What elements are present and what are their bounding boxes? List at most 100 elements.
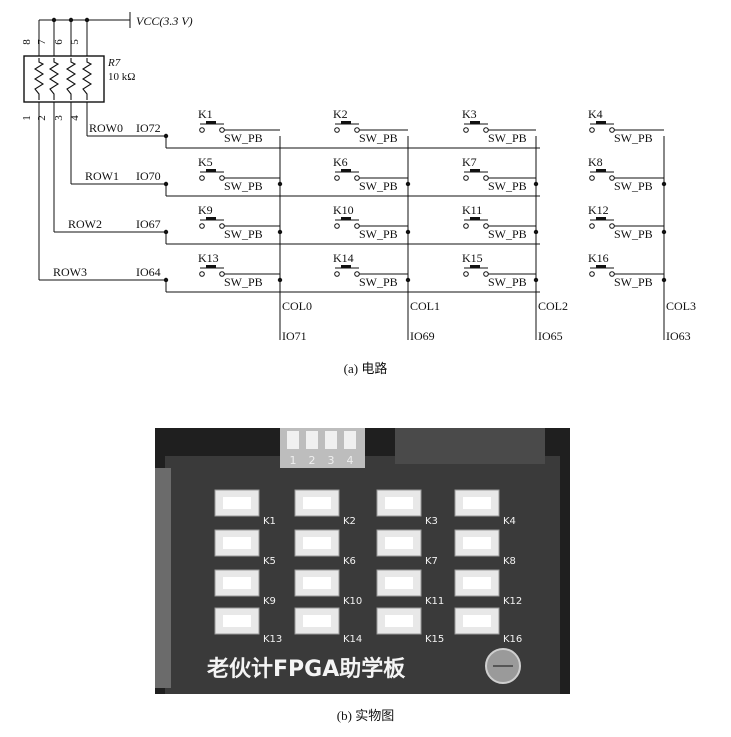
- button-cap: [303, 497, 331, 509]
- push-button-switch: [199, 169, 225, 181]
- push-button-switch: [334, 121, 360, 133]
- switch-plunger: [596, 169, 606, 172]
- tactile-button: [454, 489, 500, 517]
- silkscreen-label: K1: [263, 516, 276, 527]
- switch-part-label: SW_PB: [359, 275, 398, 289]
- switch-contact: [589, 223, 595, 229]
- switch-plunger: [206, 121, 216, 124]
- row-io-label: IO64: [136, 265, 161, 279]
- button-cap: [463, 537, 491, 549]
- switch-contact: [334, 271, 340, 277]
- resistor-zigzag: [65, 58, 77, 100]
- button-cap: [303, 537, 331, 549]
- dip-lever: [287, 431, 299, 449]
- switch-key-label: K5: [198, 155, 213, 169]
- button-cap: [463, 615, 491, 627]
- switch-contact: [589, 175, 595, 181]
- silkscreen-label: K10: [343, 596, 362, 607]
- push-button-switch: [589, 265, 615, 277]
- switch-key-label: K14: [333, 251, 354, 265]
- switch-key-label: K15: [462, 251, 483, 265]
- switch-key-label: K9: [198, 203, 213, 217]
- switch-plunger: [341, 121, 351, 124]
- button-cap: [303, 577, 331, 589]
- board-left-edge: [155, 468, 171, 688]
- switch-key-label: K4: [588, 107, 603, 121]
- switch-part-label: SW_PB: [224, 179, 263, 193]
- switch-part-label: SW_PB: [488, 131, 527, 145]
- pin-number-top: 5: [69, 39, 81, 45]
- switch-plunger: [470, 121, 480, 124]
- row-label: ROW0: [89, 121, 123, 135]
- push-button-switch: [334, 265, 360, 277]
- button-cap: [385, 537, 413, 549]
- push-button-switch: [589, 217, 615, 229]
- silkscreen-label: K12: [503, 596, 522, 607]
- push-button-switch: [334, 169, 360, 181]
- switch-plunger: [341, 169, 351, 172]
- junction-dot: [533, 229, 539, 235]
- silkscreen-label: K14: [343, 634, 362, 645]
- button-cap: [223, 497, 251, 509]
- column-label: COL2: [538, 299, 568, 313]
- pin-number-top: 6: [53, 39, 65, 45]
- vcc-label: VCC(3.3 V): [136, 14, 193, 28]
- pin-number-bottom: 2: [36, 115, 48, 121]
- button-cap: [223, 615, 251, 627]
- connector-housing: [395, 428, 545, 464]
- switch-key-label: K16: [588, 251, 609, 265]
- switch-key-label: K3: [462, 107, 477, 121]
- switch-part-label: SW_PB: [614, 227, 653, 241]
- silkscreen-label: K6: [343, 556, 356, 567]
- row-label: ROW1: [85, 169, 119, 183]
- switch-key-label: K10: [333, 203, 354, 217]
- switch-plunger: [470, 265, 480, 268]
- board-silkscreen-title: 老伙计FPGA助学板: [206, 656, 406, 682]
- pin-number-bottom: 4: [69, 115, 81, 121]
- junction-dot: [277, 277, 283, 283]
- button-cap: [385, 615, 413, 627]
- push-button-switch: [463, 265, 489, 277]
- row-io-label: IO70: [136, 169, 161, 183]
- dip-lever: [325, 431, 337, 449]
- switch-part-label: SW_PB: [224, 275, 263, 289]
- push-button-switch: [199, 217, 225, 229]
- column-label: COL0: [282, 299, 312, 313]
- switch-part-label: SW_PB: [488, 227, 527, 241]
- row-label: ROW2: [68, 217, 102, 231]
- resistor-network-box: [23, 55, 105, 103]
- switch-contact: [463, 127, 469, 133]
- push-button-switch: [199, 265, 225, 277]
- switch-contact: [463, 271, 469, 277]
- junction-dot: [405, 181, 411, 187]
- switch-key-label: K1: [198, 107, 213, 121]
- push-button-switch: [589, 169, 615, 181]
- column-label: COL3: [666, 299, 696, 313]
- button-cap: [463, 497, 491, 509]
- junction-dot: [405, 229, 411, 235]
- switch-plunger: [341, 217, 351, 220]
- switch-contact: [334, 127, 340, 133]
- button-cap: [385, 497, 413, 509]
- junction-dot: [277, 181, 283, 187]
- push-button-switch: [463, 121, 489, 133]
- column-io-label: IO71: [282, 329, 307, 343]
- switch-key-label: K6: [333, 155, 348, 169]
- switch-contact: [589, 271, 595, 277]
- resistor-value: 10 kΩ: [108, 71, 135, 83]
- push-button-switch: [589, 121, 615, 133]
- junction-dot: [661, 277, 667, 283]
- row-io-label: IO72: [136, 121, 161, 135]
- resistor-zigzag: [48, 58, 60, 100]
- switch-part-label: SW_PB: [488, 275, 527, 289]
- switch-key-label: K13: [198, 251, 219, 265]
- switch-key-label: K8: [588, 155, 603, 169]
- figure-b-caption: (b) 实物图: [336, 708, 395, 723]
- dip-lever: [344, 431, 356, 449]
- column-io-label: IO63: [666, 329, 691, 343]
- switch-part-label: SW_PB: [224, 227, 263, 241]
- silkscreen-label: K9: [263, 596, 276, 607]
- push-button-switch: [463, 169, 489, 181]
